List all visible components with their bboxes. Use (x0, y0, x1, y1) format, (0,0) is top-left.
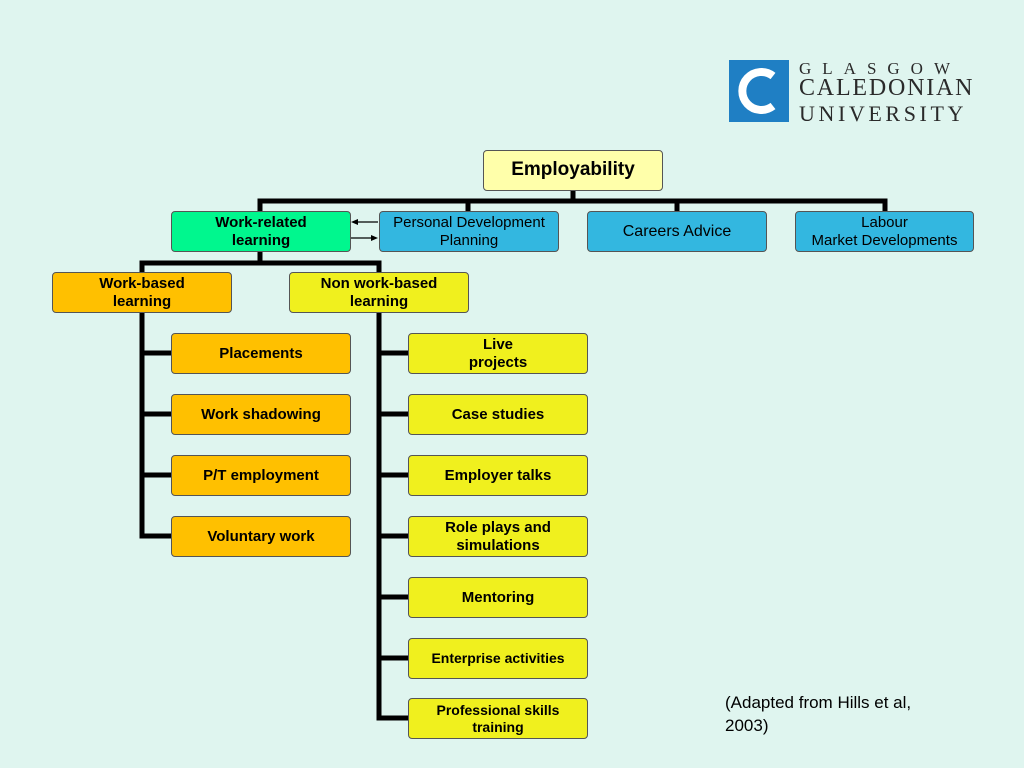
node-employability: Employability (483, 150, 663, 191)
university-logo: GLASGOW CALEDONIAN UNIVERSITY (729, 58, 975, 126)
node-work-shadowing: Work shadowing (171, 394, 351, 435)
node-case-studies: Case studies (408, 394, 588, 435)
logo-text-line1: GLASGOW (799, 59, 961, 78)
logo-text-line3: UNIVERSITY (799, 101, 967, 126)
node-personal-development-planning: Personal Development Planning (379, 211, 559, 252)
node-voluntary-work: Voluntary work (171, 516, 351, 557)
node-employer-talks: Employer talks (408, 455, 588, 496)
logo-c-mark-icon (729, 60, 789, 122)
node-mentoring: Mentoring (408, 577, 588, 618)
node-professional-skills-training: Professional skills training (408, 698, 588, 739)
node-role-plays-simulations: Role plays and simulations (408, 516, 588, 557)
node-work-related-learning: Work-related learning (171, 211, 351, 252)
node-enterprise-activities: Enterprise activities (408, 638, 588, 679)
node-pt-employment: P/T employment (171, 455, 351, 496)
logo-text-line2: CALEDONIAN (799, 75, 975, 101)
node-live-projects: Live projects (408, 333, 588, 374)
node-placements: Placements (171, 333, 351, 374)
citation-text: (Adapted from Hills et al, 2003) (725, 693, 912, 735)
node-work-based-learning: Work-based learning (52, 272, 232, 313)
node-careers-advice: Careers Advice (587, 211, 767, 252)
node-non-work-based-learning: Non work-based learning (289, 272, 469, 313)
node-labour-market-developments: Labour Market Developments (795, 211, 974, 252)
